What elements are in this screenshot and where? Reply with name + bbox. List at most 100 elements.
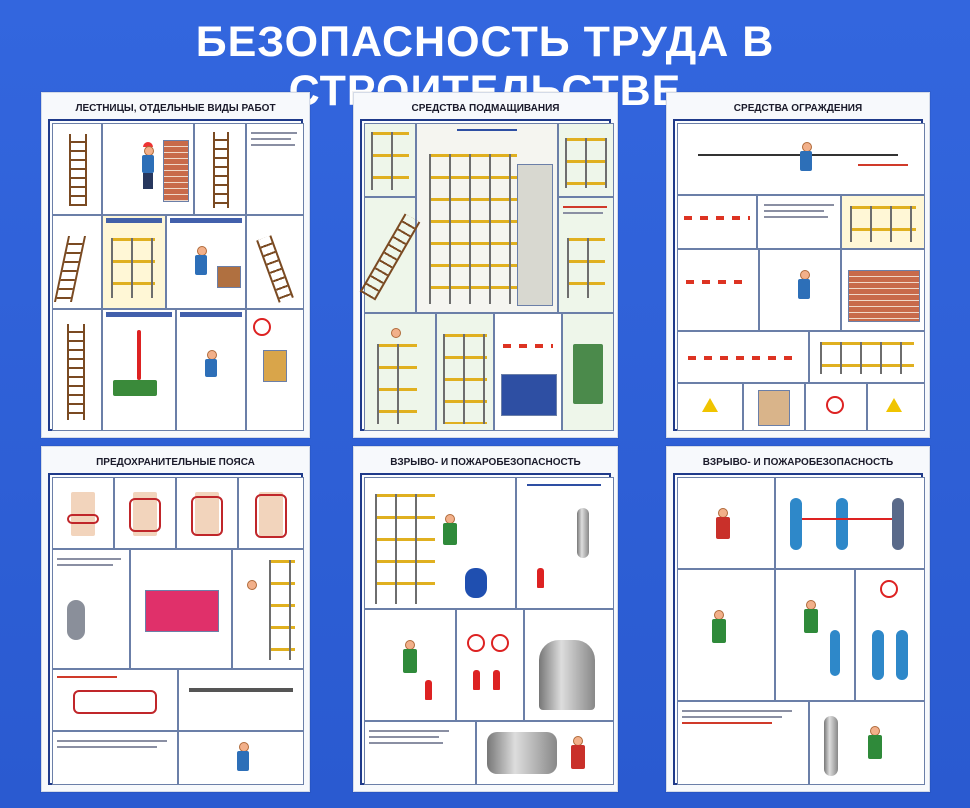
panel: [867, 383, 925, 431]
fence-illustration: [850, 206, 916, 242]
worker-figure: [195, 255, 207, 275]
chair-illustration: [263, 350, 287, 382]
section-label: [457, 129, 517, 131]
gas-cylinder-illustration: [872, 630, 884, 680]
panel: [436, 313, 494, 431]
panel: [178, 731, 304, 785]
panel-header: [106, 312, 172, 317]
panel: [677, 249, 759, 331]
text-line: [858, 164, 908, 166]
belt-strap: [129, 498, 161, 532]
panel: [775, 477, 925, 569]
panel: [52, 669, 178, 731]
ladder-illustration: [213, 132, 229, 208]
safety-rope: [698, 154, 898, 156]
panel: [677, 701, 809, 785]
ladder-illustration: [256, 235, 294, 303]
text-line: [764, 204, 834, 206]
extinguisher-icon: [493, 670, 500, 690]
text-line: [563, 212, 603, 214]
torso-belt-illustration: [259, 492, 283, 536]
doorway-illustration: [758, 390, 790, 426]
panel: [176, 477, 238, 549]
torso-belt-illustration: [195, 492, 219, 536]
panel: [743, 383, 805, 431]
guard-rail: [684, 216, 750, 220]
text-line: [764, 216, 828, 218]
gas-hose: [802, 518, 892, 520]
poster-safety-belts: ПРЕДОХРАНИТЕЛЬНЫЕ ПОЯСА: [41, 446, 310, 792]
panel: [759, 249, 841, 331]
poster-frame: [673, 473, 925, 785]
panel: [102, 309, 176, 431]
panel: [52, 309, 102, 431]
text-line: [682, 722, 772, 724]
no-smoking-sign-icon: [491, 634, 509, 652]
cradle-rail: [503, 344, 553, 348]
scaffold-illustration: [429, 154, 517, 304]
panel: [775, 569, 855, 701]
guard-rail: [686, 280, 750, 284]
poster-title: ВЗРЫВО- И ПОЖАРОБЕЗОПАСНОСТЬ: [390, 457, 581, 468]
panel: [364, 721, 476, 785]
belt-strap: [255, 494, 287, 538]
panel-header: [106, 218, 162, 223]
worker-figure: [391, 328, 401, 338]
extinguisher-icon: [473, 670, 480, 690]
ladder-illustration: [53, 236, 87, 302]
lanyard-illustration: [73, 690, 157, 714]
info-box: [501, 374, 557, 416]
panel: [558, 197, 614, 313]
panel: [364, 609, 456, 721]
panel: [52, 549, 130, 669]
warning-sign-icon: [702, 398, 718, 412]
text-line: [764, 210, 824, 212]
panel: [855, 569, 925, 701]
text-line: [57, 676, 117, 678]
panel: [809, 331, 925, 383]
no-fire-sign-icon: [467, 634, 485, 652]
fence-illustration: [820, 342, 914, 374]
hard-hat-icon: [143, 142, 153, 147]
ladder-illustration: [359, 213, 421, 301]
panel: [809, 701, 925, 785]
panel: [102, 123, 194, 215]
panel: [364, 313, 436, 431]
worker-figure: [868, 735, 882, 759]
panel: [677, 569, 775, 701]
text-line: [369, 736, 439, 738]
worker-figure: [403, 649, 417, 673]
text-line: [57, 558, 121, 560]
text-line: [682, 710, 792, 712]
worker-figure: [798, 279, 810, 299]
building-wall: [517, 164, 553, 306]
gas-cylinder-illustration: [824, 716, 838, 776]
panel: [176, 309, 246, 431]
panel: [677, 477, 775, 569]
panel: [246, 123, 304, 215]
panel: [52, 477, 114, 549]
poster-frame: [673, 119, 925, 431]
poster-title: СРЕДСТВА ОГРАЖДЕНИЯ: [733, 103, 863, 114]
lift-truck-illustration: [113, 380, 157, 396]
extinguisher-icon: [425, 680, 432, 700]
tank-illustration: [539, 640, 595, 710]
panel: [359, 197, 421, 313]
panel: [677, 195, 757, 249]
belt-strap: [191, 496, 223, 536]
extinguisher-icon: [537, 568, 544, 588]
worker-figure: [571, 745, 585, 769]
scaffold-illustration: [371, 132, 409, 190]
panel: [194, 123, 246, 215]
worker-figure: [443, 523, 457, 545]
panel: [841, 249, 925, 331]
poster-frame: [359, 119, 614, 431]
stairs-illustration: [111, 238, 155, 298]
panel: [757, 195, 841, 249]
text-line: [57, 740, 167, 742]
scaffold-illustration: [443, 334, 487, 424]
panel: [130, 549, 232, 669]
panel: [238, 477, 304, 549]
ladder-illustration: [67, 324, 85, 420]
